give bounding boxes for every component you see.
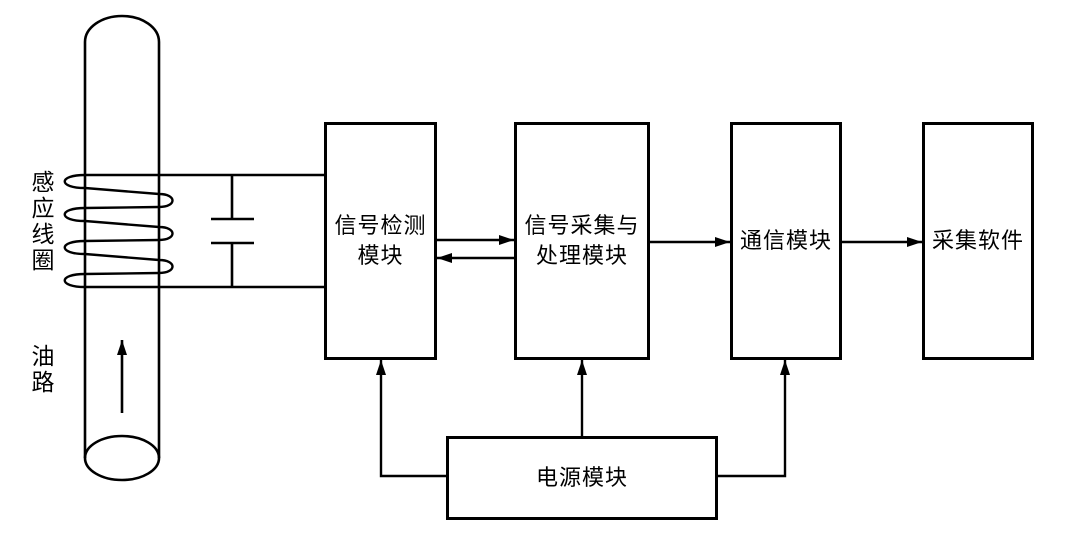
module-label: 信号采集与: [524, 213, 640, 238]
circuit-wires: [85, 173, 324, 289]
module-label: 处理模块: [535, 243, 628, 268]
acquisition-software-box: 采集软件: [922, 122, 1034, 360]
power-module-box: 电源模块: [446, 436, 718, 520]
signal-detection-module-box: 信号检测 模块: [324, 122, 437, 360]
module-label: 电源模块: [535, 465, 628, 490]
arrow-power-to-communication: [718, 360, 790, 478]
power-supply-arrows: [376, 360, 790, 478]
signal-acquisition-processing-module-box: 信号采集与 处理模块: [514, 122, 650, 360]
induction-coil-icon: [63, 173, 174, 289]
oil-pipe-icon: [83, 14, 161, 482]
induction-coil-label: 感应线圈: [31, 170, 55, 273]
arrow-power-to-detection: [376, 360, 446, 478]
communication-module-box: 通信模块: [730, 122, 842, 360]
signal-flow-arrows: [437, 235, 922, 263]
oil-path-label: 油路: [31, 344, 55, 395]
module-label: 通信模块: [739, 228, 832, 253]
module-label: 采集软件: [931, 228, 1024, 253]
module-label: 模块: [357, 243, 404, 268]
module-label: 信号检测: [334, 213, 427, 238]
capacitor-icon: [211, 175, 254, 287]
